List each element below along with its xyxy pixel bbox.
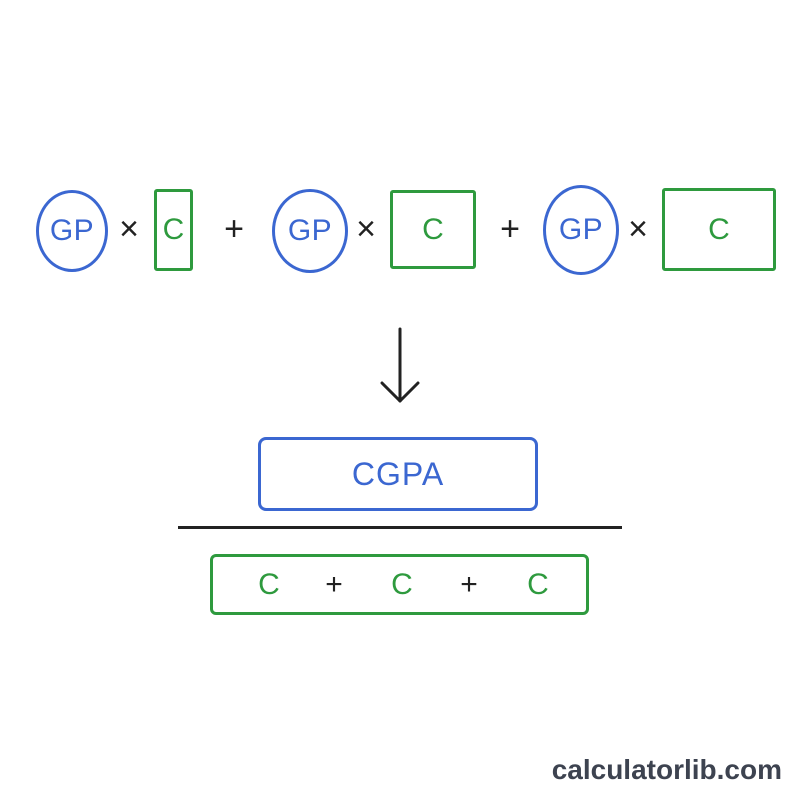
fraction-bar: [178, 526, 622, 529]
multiply-sign-2: ×: [356, 209, 376, 248]
denominator-credit-1: C: [258, 568, 280, 601]
denominator-plus-2: +: [460, 568, 478, 601]
grade-point-1: GP: [36, 190, 108, 272]
credit-box-3: C: [662, 188, 776, 271]
denominator-plus-1: +: [325, 568, 343, 601]
brand-watermark: calculatorlib.com: [551, 754, 782, 785]
denominator-credit-2: C: [391, 568, 413, 601]
grade-point-3: GP: [543, 185, 619, 275]
grade-point-2: GP: [272, 189, 348, 273]
credit-box-1: C: [154, 189, 193, 271]
multiply-sign-3: ×: [628, 209, 648, 248]
plus-sign-1: +: [224, 209, 244, 248]
credit-sum-denominator-box: C + C + C: [210, 554, 589, 615]
multiply-sign-1: ×: [119, 209, 139, 248]
cgpa-numerator-box: CGPA: [258, 437, 538, 511]
down-arrow-icon: [380, 327, 420, 403]
denominator-credit-3: C: [527, 568, 549, 601]
plus-sign-2: +: [500, 209, 520, 248]
credit-box-2: C: [390, 190, 476, 269]
